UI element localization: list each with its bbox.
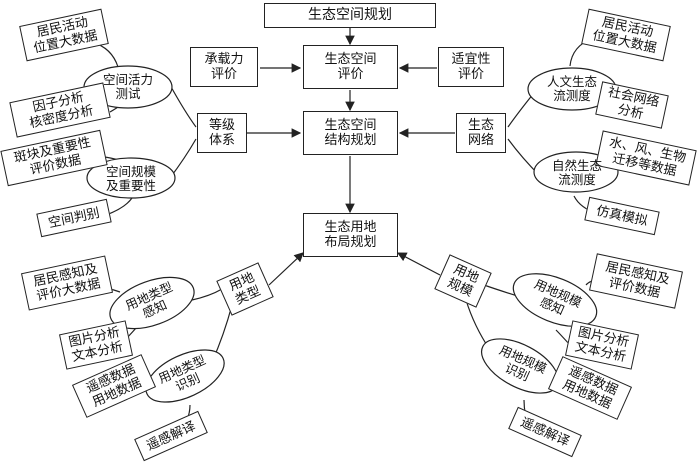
eval-box: 生态空间 评价 [303, 45, 398, 89]
human-flow-node-label: 人文生态 流测度 [546, 74, 597, 103]
capacity-box: 承载力 评价 [190, 47, 258, 87]
network-box: 生态 网络 [456, 113, 506, 153]
grade-box: 等级 体系 [197, 113, 247, 153]
curve-vitality-to-grade [169, 84, 197, 128]
vitality-node-label: 空间活力 测试 [102, 72, 153, 101]
ellipse-scale [86, 157, 176, 199]
title-box: 生态空间规划 [264, 3, 436, 28]
ellipse-type-perception [109, 276, 195, 330]
suitability-box: 适宜性 评价 [438, 47, 504, 87]
arrow-land-scale [396, 252, 441, 276]
natural-flow-node-label: 自然生态 流测度 [551, 158, 602, 187]
scale-node-label: 空间规模 及重要性 [105, 164, 156, 193]
ellipse-scale-perception [512, 273, 598, 327]
layout-box: 生态用地 布局规划 [303, 213, 398, 257]
ellipse-type-recognition [145, 349, 225, 403]
curve-judge [105, 197, 133, 216]
arrow-land-type [268, 252, 304, 286]
curve-type-perception-to-land [191, 288, 223, 301]
structure-box: 生态空间 结构规划 [303, 111, 398, 155]
